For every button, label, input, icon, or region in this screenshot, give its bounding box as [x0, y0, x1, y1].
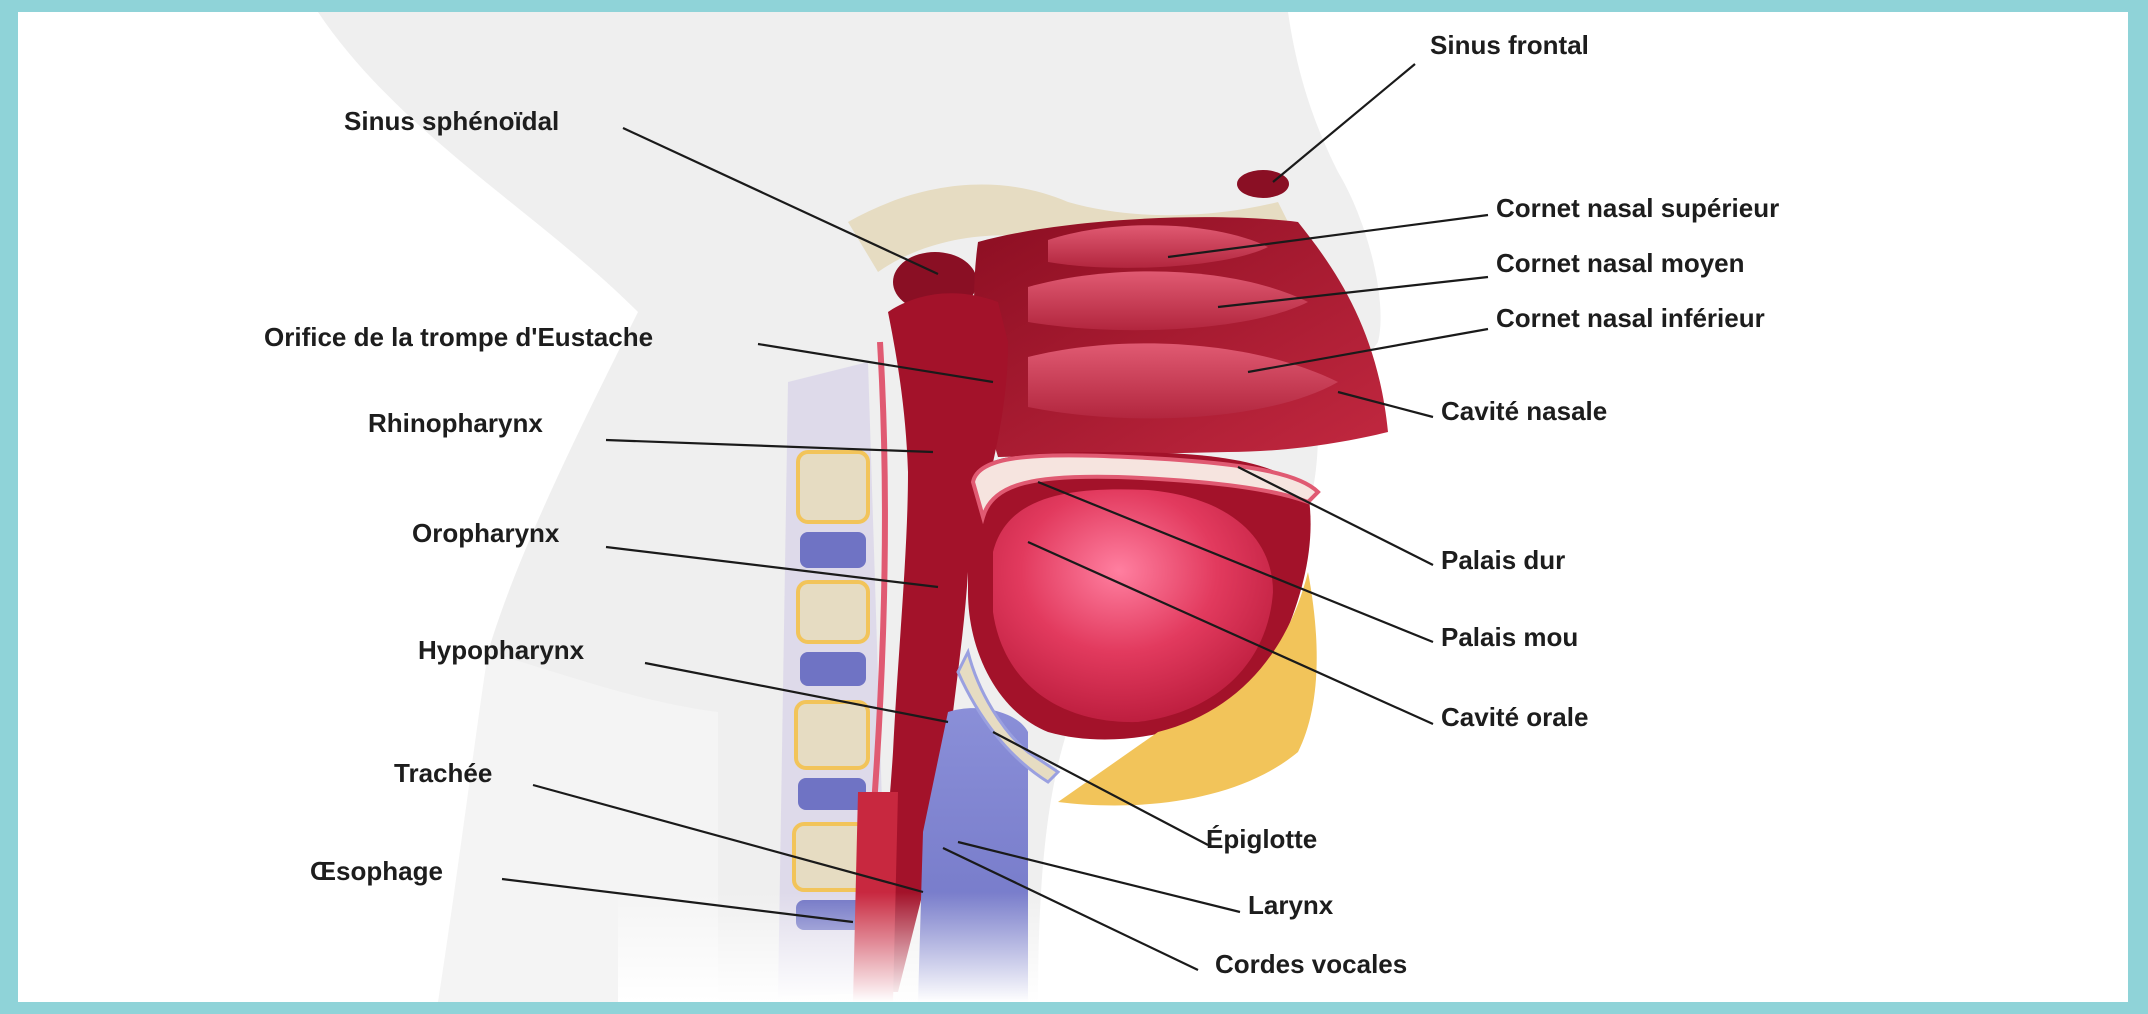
label-cavite-orale: Cavité orale [1441, 702, 1588, 732]
label-oropharynx: Oropharynx [412, 518, 560, 548]
label-cavite-nasale: Cavité nasale [1441, 396, 1607, 426]
label-cornet-moyen: Cornet nasal moyen [1496, 248, 1745, 278]
bottom-fade [618, 892, 1318, 1002]
label-cornet-superieur: Cornet nasal supérieur [1496, 193, 1779, 223]
diagram-frame: Sinus frontal Sinus sphénoïdal Cornet na… [18, 12, 2128, 1002]
label-palais-mou: Palais mou [1441, 622, 1578, 652]
label-rhinopharynx: Rhinopharynx [368, 408, 543, 438]
label-epiglotte: Épiglotte [1206, 824, 1317, 854]
label-larynx: Larynx [1248, 890, 1334, 920]
label-cornet-inferieur: Cornet nasal inférieur [1496, 303, 1765, 333]
label-hypopharynx: Hypopharynx [418, 635, 585, 665]
pharynx-anatomy-diagram: Sinus frontal Sinus sphénoïdal Cornet na… [18, 12, 2128, 1002]
label-sinus-sphenoidal: Sinus sphénoïdal [344, 106, 559, 136]
label-palais-dur: Palais dur [1441, 545, 1565, 575]
label-orifice-trompe: Orifice de la trompe d'Eustache [264, 322, 653, 352]
label-trachee: Trachée [394, 758, 492, 788]
label-cordes-vocales: Cordes vocales [1215, 949, 1407, 979]
label-oesophage: Œsophage [310, 856, 443, 886]
label-sinus-frontal: Sinus frontal [1430, 30, 1589, 60]
